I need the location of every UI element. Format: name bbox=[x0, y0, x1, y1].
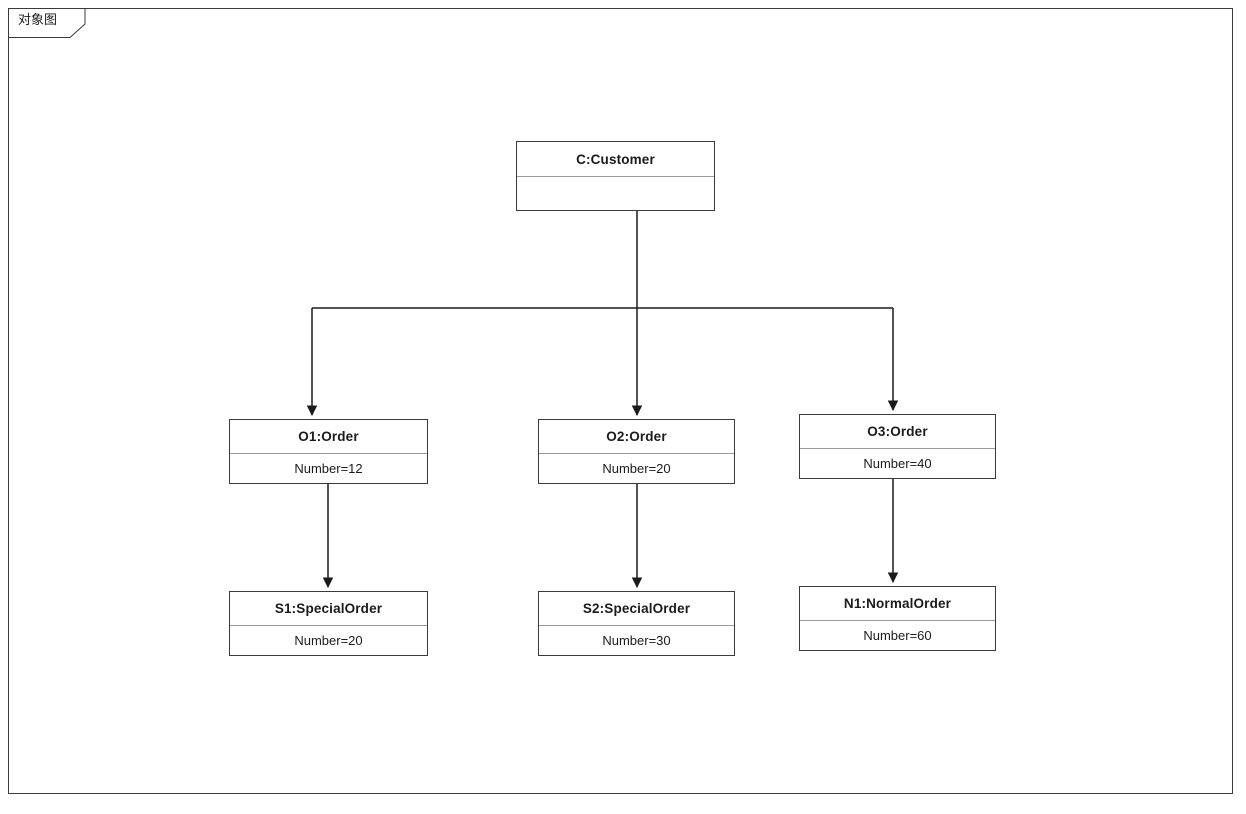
object-divider bbox=[230, 625, 427, 627]
diagram-frame-border bbox=[8, 8, 1233, 794]
object-node-customer[interactable]: C:Customer bbox=[516, 141, 715, 211]
object-name-special2: S2:SpecialOrder bbox=[582, 601, 691, 616]
frame-tab-shape bbox=[8, 8, 86, 38]
object-attributes-special2: Number=30 bbox=[602, 633, 671, 649]
object-name-order1: O1:Order bbox=[298, 429, 359, 444]
object-name-order3: O3:Order bbox=[867, 424, 928, 439]
object-attributes-customer bbox=[517, 177, 714, 210]
frame-label-tab: 对象图 bbox=[8, 8, 86, 38]
frame-label-text: 对象图 bbox=[18, 13, 58, 28]
object-node-special1[interactable]: S1:SpecialOrder Number=20 bbox=[229, 591, 428, 656]
object-divider bbox=[539, 625, 734, 627]
object-name-order2: O2:Order bbox=[606, 429, 667, 444]
object-divider bbox=[800, 448, 995, 450]
object-node-normal1[interactable]: N1:NormalOrder Number=60 bbox=[799, 586, 996, 651]
object-attributes-special1: Number=20 bbox=[294, 633, 363, 649]
object-attributes-order2: Number=20 bbox=[602, 461, 671, 477]
object-attributes-order1: Number=12 bbox=[294, 461, 363, 477]
object-attributes-normal1: Number=60 bbox=[863, 628, 932, 644]
object-divider bbox=[517, 176, 714, 178]
object-divider bbox=[539, 453, 734, 455]
object-divider bbox=[230, 453, 427, 455]
object-name-customer: C:Customer bbox=[576, 151, 655, 167]
object-node-special2[interactable]: S2:SpecialOrder Number=30 bbox=[538, 591, 735, 656]
object-node-order3[interactable]: O3:Order Number=40 bbox=[799, 414, 996, 479]
object-attributes-order3: Number=40 bbox=[863, 456, 932, 472]
object-name-normal1: N1:NormalOrder bbox=[843, 596, 952, 611]
object-name-special1: S1:SpecialOrder bbox=[274, 601, 383, 616]
object-divider bbox=[800, 620, 995, 622]
object-node-order2[interactable]: O2:Order Number=20 bbox=[538, 419, 735, 484]
object-node-order1[interactable]: O1:Order Number=12 bbox=[229, 419, 428, 484]
